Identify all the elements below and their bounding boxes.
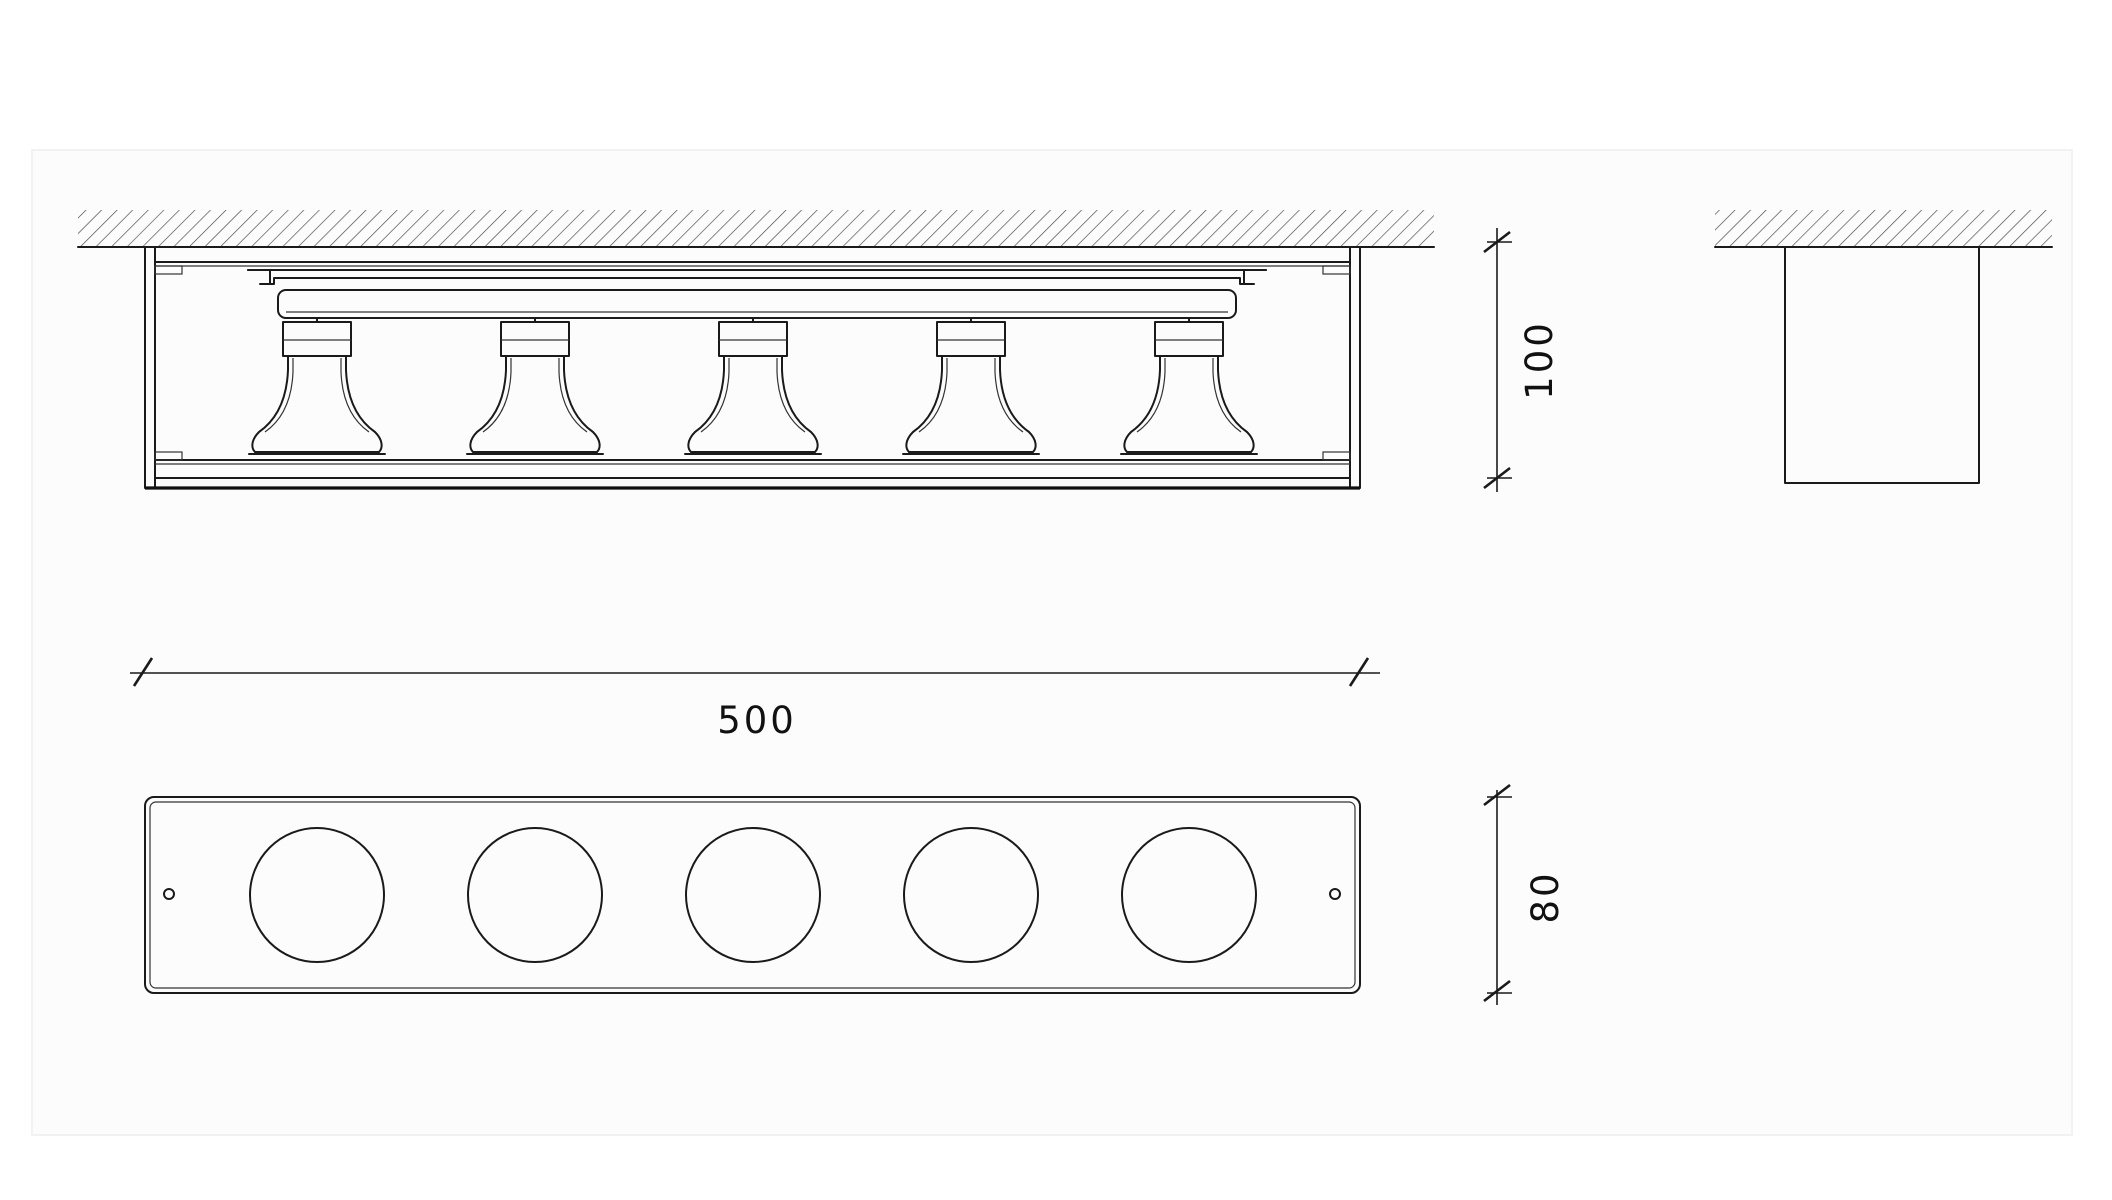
dimension-height-label: 100 [1518, 320, 1561, 400]
lamp-4 [902, 317, 1040, 455]
housing [144, 247, 1361, 490]
lamp-3 [684, 317, 822, 455]
dimension-depth: 80 [1483, 783, 1567, 1005]
plan-lamp-1 [249, 827, 385, 963]
screw-hole-left [163, 888, 175, 900]
dimension-length: 500 [130, 657, 1380, 742]
plan-lamp-5 [1121, 827, 1257, 963]
plan-lamp-3 [685, 827, 821, 963]
plan-lamps [249, 827, 1257, 963]
lamp-2 [466, 317, 604, 455]
dimension-length-label: 500 [717, 699, 797, 742]
sheet-panel [31, 149, 2073, 1136]
screw-hole-right [1329, 888, 1341, 900]
lamp-1 [248, 317, 386, 455]
plan-view [144, 796, 1361, 994]
dimension-depth-label: 80 [1524, 870, 1567, 923]
side-ceiling-hatch [1715, 210, 2052, 247]
front-elevation [77, 210, 1435, 490]
dimension-height: 100 [1483, 228, 1561, 492]
lamp-5 [1120, 317, 1258, 455]
plan-outer [144, 796, 1361, 994]
plan-inner [149, 801, 1356, 989]
plan-lamp-2 [467, 827, 603, 963]
lamp-rail [247, 269, 1267, 319]
ceiling-hatch [78, 210, 1434, 247]
side-housing [1784, 246, 1980, 484]
side-elevation [1714, 210, 2053, 484]
side-lamps [248, 317, 1258, 455]
plan-lamp-4 [903, 827, 1039, 963]
